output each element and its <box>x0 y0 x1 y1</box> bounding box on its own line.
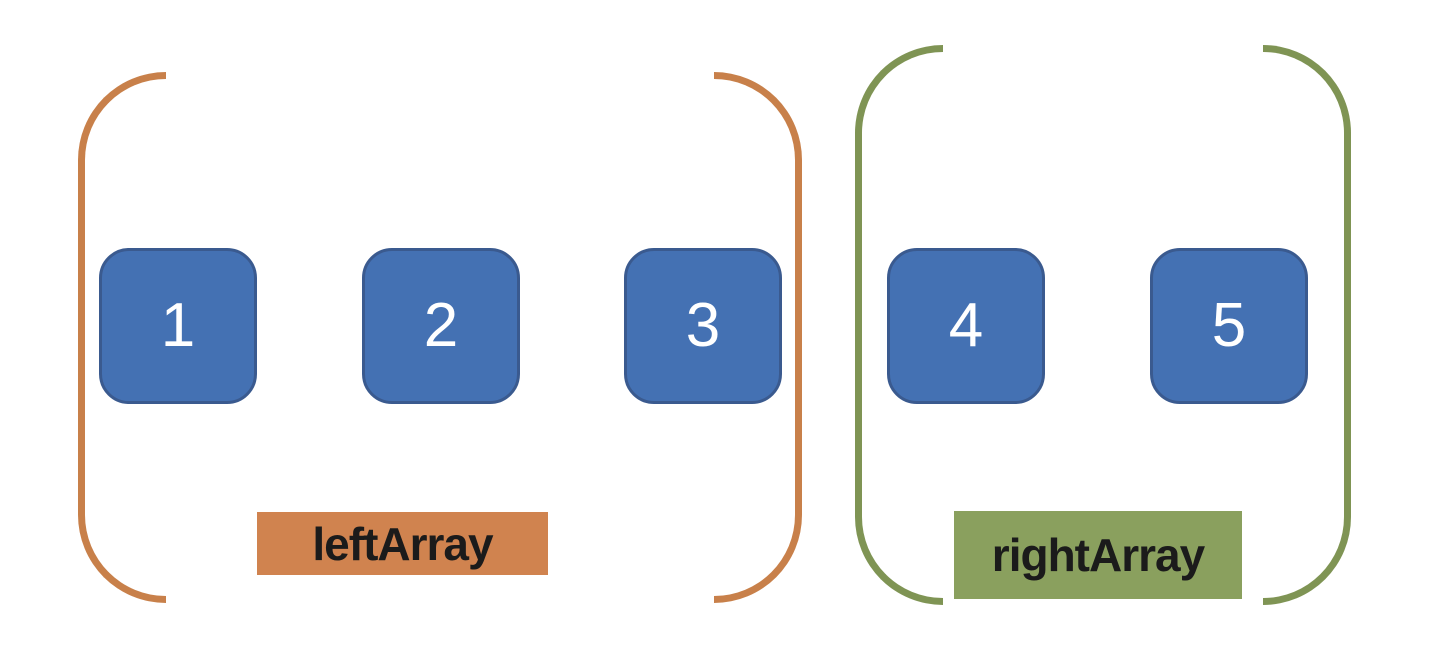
array-element-value: 1 <box>160 291 196 360</box>
array-element-value: 5 <box>1211 291 1247 360</box>
array-box-4: 4 <box>887 248 1045 404</box>
right-array-label: rightArray <box>954 511 1242 599</box>
array-box-5: 5 <box>1150 248 1308 404</box>
array-element-value: 4 <box>948 291 984 360</box>
array-box-1: 1 <box>99 248 257 404</box>
array-box-3: 3 <box>624 248 782 404</box>
array-box-2: 2 <box>362 248 520 404</box>
array-element-value: 3 <box>685 291 721 360</box>
left-array-label: leftArray <box>257 512 548 575</box>
array-element-value: 2 <box>423 291 459 360</box>
